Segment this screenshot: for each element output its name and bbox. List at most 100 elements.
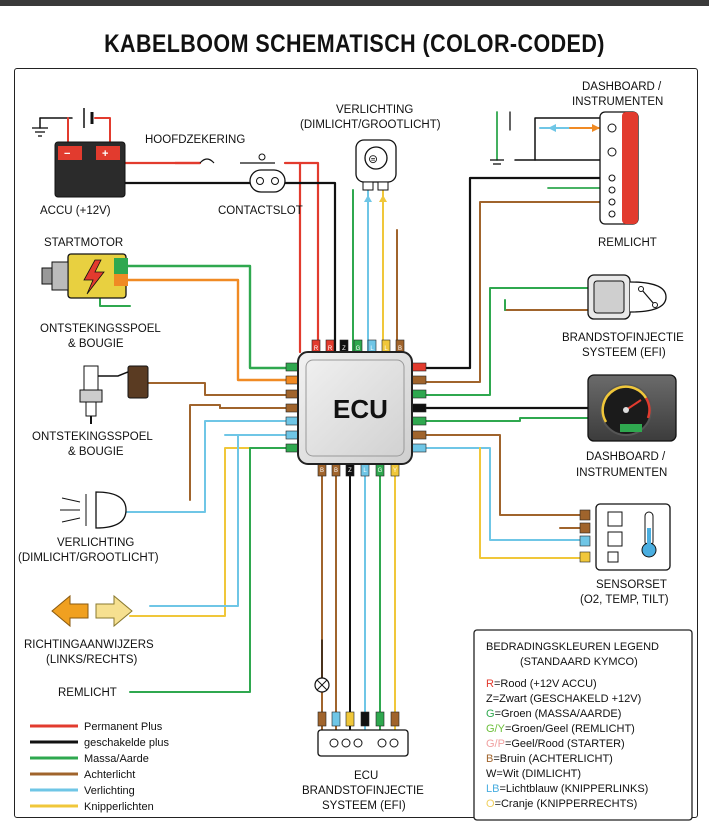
svg-text:⊜: ⊜ — [368, 152, 378, 166]
code-text: =Rood (+12V ACCU) — [494, 678, 597, 690]
sensors-sub: (O2, TEMP, TILT) — [580, 594, 669, 606]
code-text: =Groen/Geel (REMLICHT) — [505, 723, 635, 735]
wires — [39, 111, 602, 731]
code-letter: R — [486, 678, 494, 690]
code-text: =Wit (DIMLICHT) — [496, 768, 581, 780]
code-legend-item: G/Y=Groen/Geel (REMLICHT) — [486, 723, 635, 735]
coil-1-sub: & BOUGIE — [68, 338, 124, 350]
svg-text:G/P=Geel/Rood (STARTER): G/P=Geel/Rood (STARTER) — [486, 738, 625, 750]
code-text: =Groen (MASSA/AARDE) — [495, 708, 622, 720]
code-letter: B — [486, 753, 493, 765]
left-headlight: VERLICHTING (DIMLICHT/GROOTLICHT) — [18, 491, 159, 564]
wire-ecu-efi-green — [419, 287, 589, 396]
legend-label: Permanent Plus — [84, 721, 163, 733]
code-legend-item: R=Rood (+12V ACCU) — [486, 678, 597, 690]
svg-text:G/Y=Groen/Geel (REMLICHT): G/Y=Groen/Geel (REMLICHT) — [486, 723, 635, 735]
pin-letter: R — [314, 346, 319, 352]
code-legend-title: BEDRADINGSKLEUREN LEGEND — [486, 641, 659, 653]
indicators-sub: (LINKS/RECHTS) — [46, 654, 138, 666]
pin-letter: Z — [348, 468, 352, 474]
svg-text:W=Wit (DIMLICHT): W=Wit (DIMLICHT) — [486, 768, 581, 780]
pin-letter: Y — [393, 468, 397, 474]
diagram-frame — [14, 68, 698, 818]
dashboard-right-sub: INSTRUMENTEN — [576, 467, 667, 479]
code-legend-item: G/P=Geel/Rood (STARTER) — [486, 738, 625, 750]
wire-light-left-lb — [124, 420, 291, 513]
pin-letter: G — [378, 468, 383, 474]
legend-item: Achterlicht — [30, 769, 135, 781]
code-letter: G/P — [486, 738, 505, 750]
code-legend-item: W=Wit (DIMLICHT) — [486, 768, 581, 780]
wire-ecu-dash-top-brown — [419, 201, 601, 383]
wire-starter-ecu-orange — [126, 278, 292, 382]
legend-label: Knipperlichten — [84, 801, 154, 813]
pin-letter: L — [363, 468, 367, 474]
wire-ecu-dash-top-black — [418, 176, 602, 370]
pin-letter: R — [328, 346, 333, 352]
code-text: =Cranje (KNIPPERRECHTS) — [495, 798, 638, 810]
legend-item: geschakelde plus — [30, 737, 170, 749]
wire-indicator-ecu-y — [129, 447, 291, 617]
wire-starter-ground — [99, 295, 131, 307]
svg-text:R=Rood (+12V ACCU): R=Rood (+12V ACCU) — [486, 678, 597, 690]
left-lighting-sub: (DIMLICHT/GROOTLICHT) — [18, 552, 159, 564]
pin-letter: Z — [342, 346, 346, 352]
code-letter: G — [486, 708, 495, 720]
ground-icon-2 — [490, 159, 504, 165]
wire-ecu-sensor-lb — [419, 447, 581, 541]
left-lighting-label: VERLICHTING — [57, 537, 134, 549]
code-legend-item: O=Cranje (KNIPPERRECHTS) — [486, 798, 637, 810]
top-lighting-sub: (DIMLICHT/GROOTLICHT) — [300, 119, 441, 131]
wire-switch-ecu-black — [283, 181, 337, 354]
taillight-left-label: REMLICHT — [58, 687, 117, 699]
taillight-right-label: REMLICHT — [598, 237, 657, 249]
pin-letter: L — [384, 346, 388, 352]
efi-bottom-sub2: SYSTEEM (EFI) — [322, 800, 406, 812]
legend-item: Permanent Plus — [30, 721, 163, 733]
legend-label: Verlichting — [84, 785, 135, 797]
indicators-label: RICHTINGAANWIJZERS — [24, 639, 154, 651]
indicator-arrows-icon: RICHTINGAANWIJZERS (LINKS/RECHTS) — [24, 594, 154, 666]
pin-letter: L — [370, 346, 374, 352]
starter-motor: STARTMOTOR ONTSTEKINGSSPOEL & BOUGIE — [40, 237, 161, 350]
code-letter: O — [486, 798, 495, 810]
wire-battery-top-red — [94, 117, 111, 143]
sensors-label: SENSORSET — [596, 579, 667, 591]
code-text: =Geel/Rood (STARTER) — [505, 738, 625, 750]
wire-indicator-ecu-lb — [149, 434, 239, 607]
code-letter: W — [486, 768, 497, 780]
ecu-block: ECU — [285, 339, 427, 477]
svg-text:B=Bruin (ACHTERLICHT): B=Bruin (ACHTERLICHT) — [486, 753, 613, 765]
svg-text:Z=Zwart (GESCHAKELD +12V): Z=Zwart (GESCHAKELD +12V) — [486, 693, 641, 705]
legend-label: geschakelde plus — [84, 737, 170, 749]
top-headlight: VERLICHTING (DIMLICHT/GROOTLICHT) ⊜ — [300, 104, 441, 202]
wire-taillight-ecu-green — [129, 447, 291, 693]
svg-text:O=Cranje (KNIPPERRECHTS): O=Cranje (KNIPPERRECHTS) — [486, 798, 637, 810]
pin-letter: B — [334, 468, 338, 474]
ecu-left-connector — [285, 362, 301, 453]
ecu-right-connector — [411, 362, 427, 453]
wire-light-left-brown — [189, 404, 221, 501]
battery-label: ACCU (+12V) — [40, 205, 111, 217]
wire-fuse-ecu-red — [283, 161, 320, 354]
efi-bottom-unit: ECU BRANDSTOFINJECTIE SYSTEEM (EFI) — [302, 677, 424, 812]
code-legend-item: B=Bruin (ACHTERLICHT) — [486, 753, 613, 765]
efi-bottom-sub1: BRANDSTOFINJECTIE — [302, 785, 424, 797]
legend-label: Massa/Aarde — [84, 753, 149, 765]
code-text: =Lichtblauw (KNIPPERLINKS) — [499, 783, 648, 795]
code-legend-item: Z=Zwart (GESCHAKELD +12V) — [486, 693, 641, 705]
svg-text:LB=Lichtblauw (KNIPPERLINKS): LB=Lichtblauw (KNIPPERLINKS) — [486, 783, 648, 795]
top-lighting-label: VERLICHTING — [336, 104, 413, 116]
wire-ecu-sensor-brown — [419, 434, 581, 516]
page-title: KABELBOOM SCHEMATISCH (COLOR-CODED) — [104, 30, 605, 58]
legend-label: Achterlicht — [84, 769, 135, 781]
switch-label: CONTACTSLOT — [218, 205, 303, 217]
code-letter: LB — [486, 783, 499, 795]
top-bar — [0, 0, 709, 6]
code-legend-box: BEDRADINGSKLEUREN LEGEND (STANDAARD KYMC… — [473, 629, 693, 821]
svg-text:G=Groen (MASSA/AARDE): G=Groen (MASSA/AARDE) — [486, 708, 621, 720]
coil-1-label: ONTSTEKINGSSPOEL — [40, 323, 161, 335]
code-legend-subtitle: (STANDAARD KYMCO) — [520, 656, 638, 668]
